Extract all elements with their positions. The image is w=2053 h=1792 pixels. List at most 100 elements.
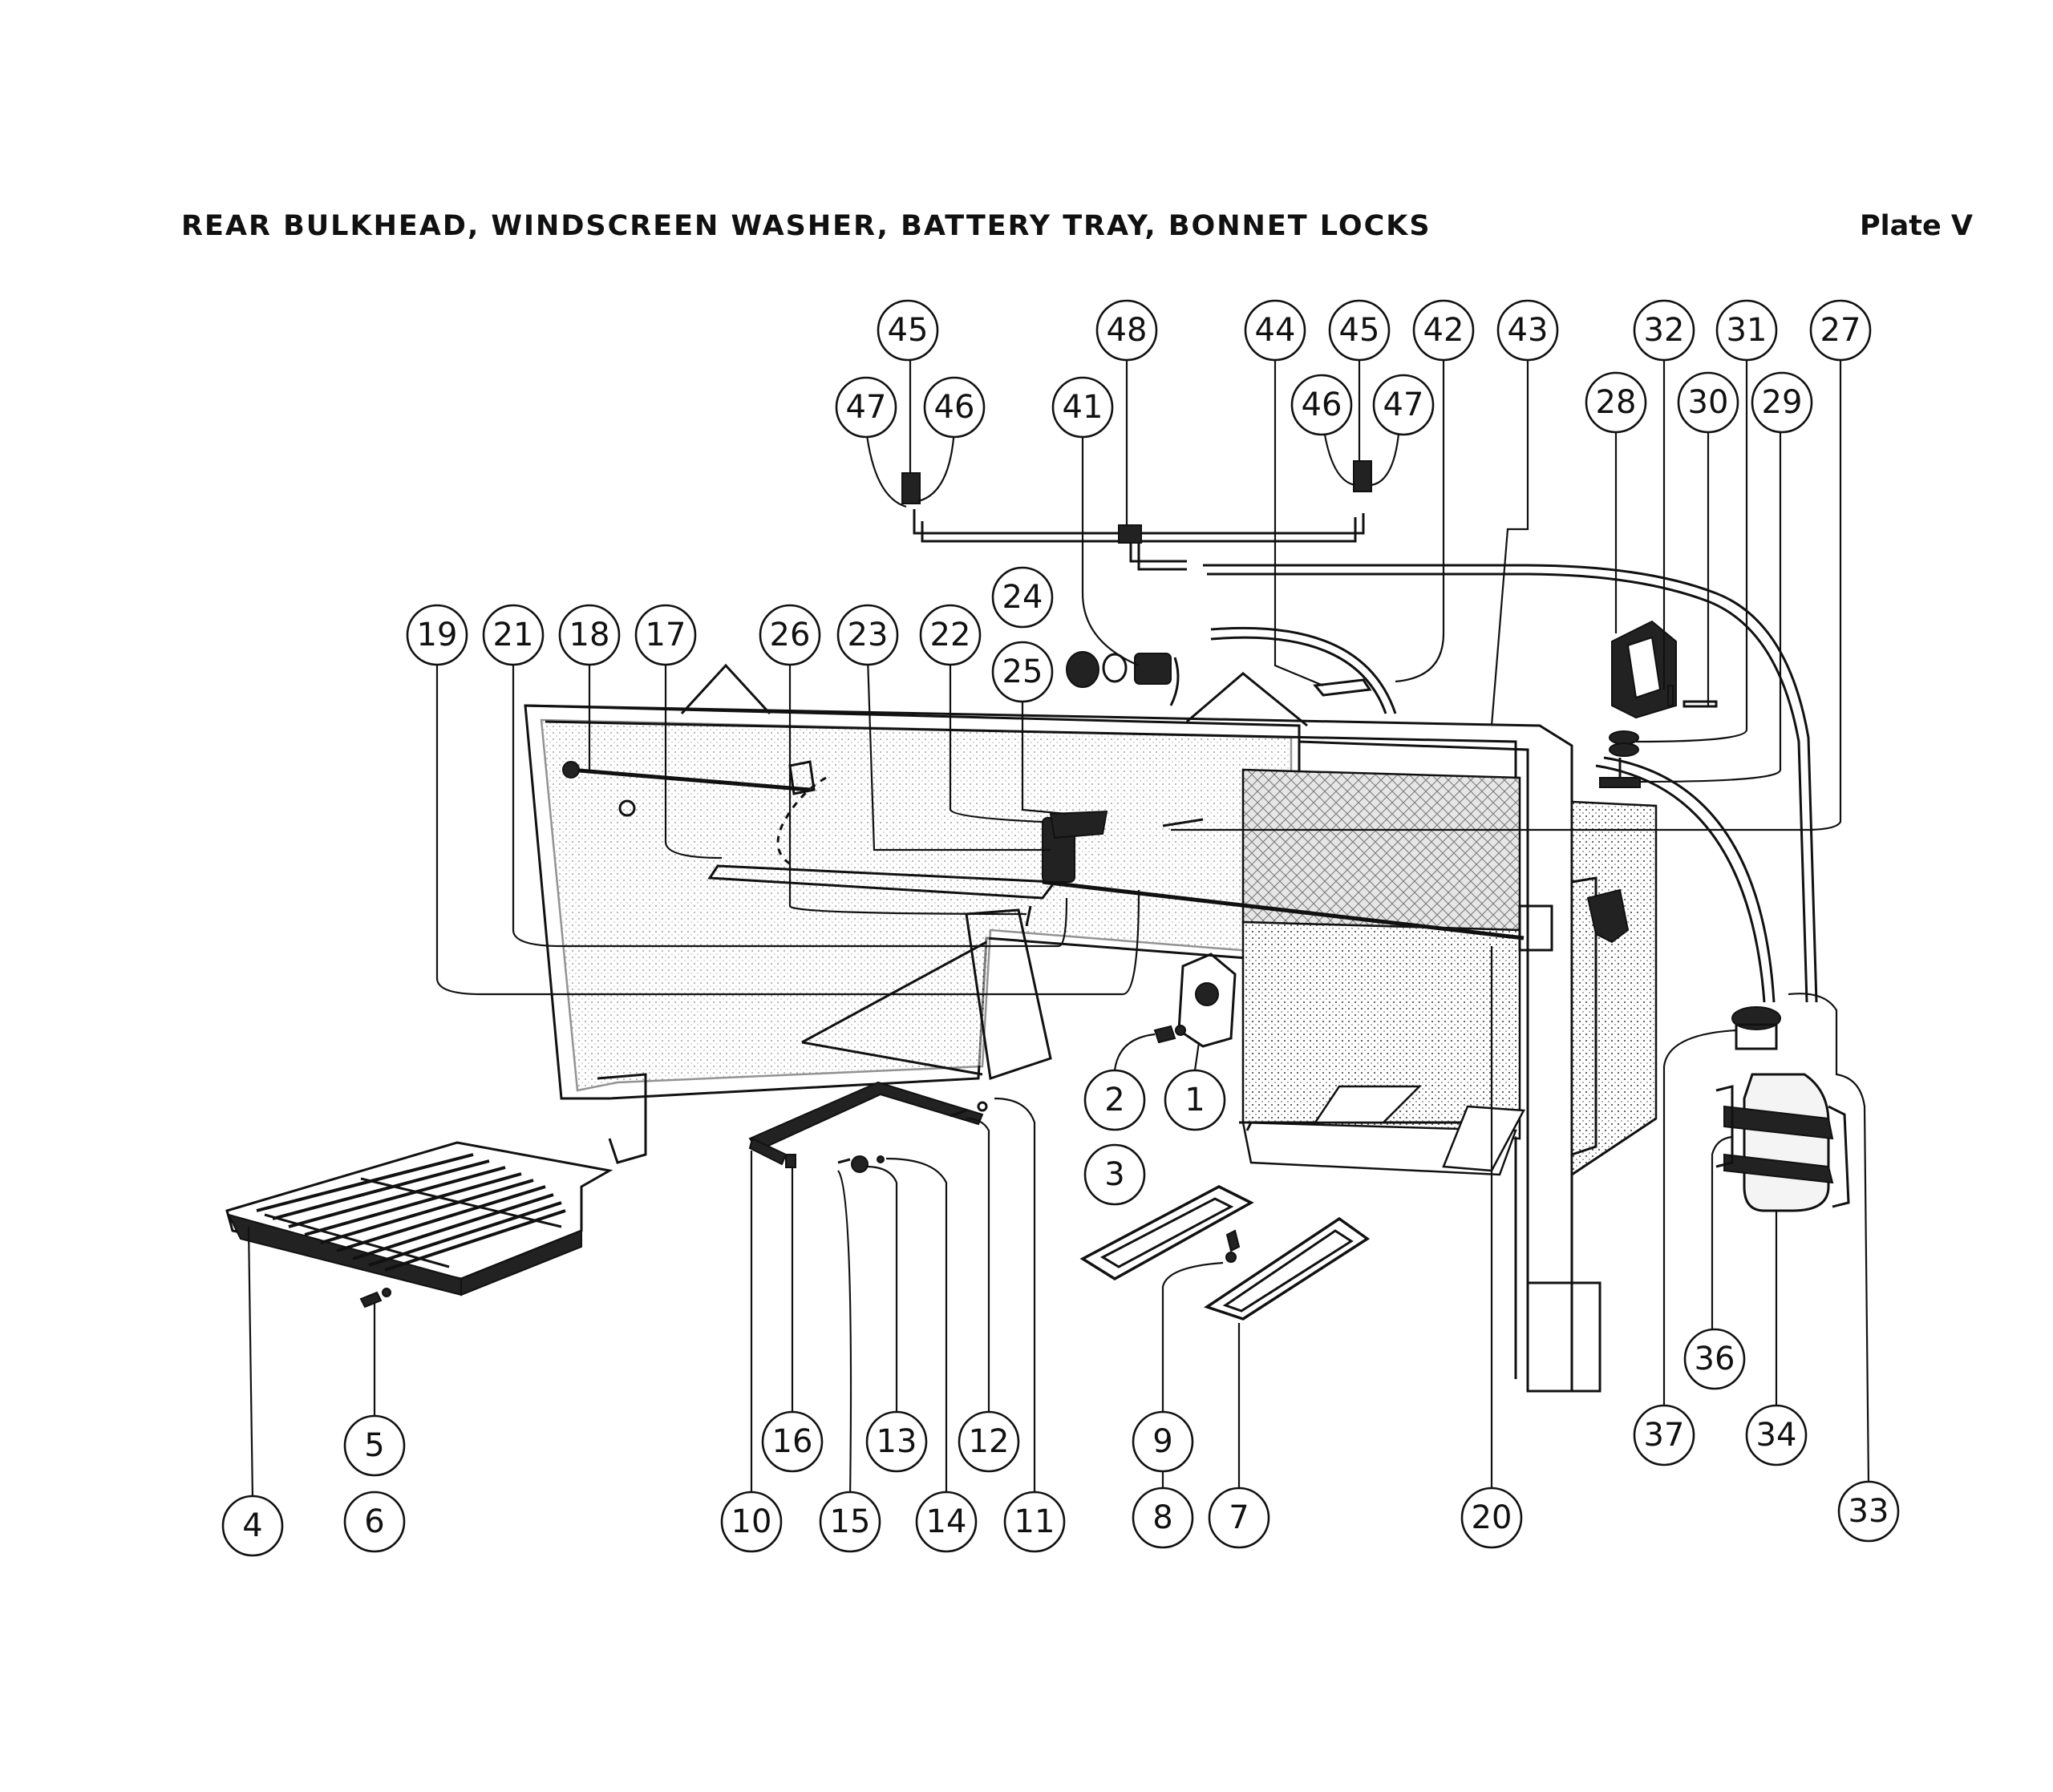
callout-27: 27 [1809,299,1872,362]
svg-text:9: 9 [1152,1423,1172,1460]
callout-46-right: 46 [1290,374,1353,436]
callout-18: 18 [558,604,621,666]
svg-text:22: 22 [930,617,971,653]
svg-text:28: 28 [1596,384,1637,421]
svg-text:2: 2 [1104,1082,1124,1118]
callout-43: 43 [1496,299,1559,362]
svg-text:8: 8 [1152,1499,1172,1536]
floor-plates [1079,1185,1371,1321]
callout-46-left: 46 [923,376,986,439]
svg-text:17: 17 [646,617,686,653]
leader-lines [247,353,1870,1500]
callout-47-right: 47 [1372,374,1435,436]
svg-text:45: 45 [888,312,929,349]
svg-text:46: 46 [934,389,975,426]
svg-text:31: 31 [1727,312,1768,349]
svg-text:19: 19 [417,617,458,653]
callout-25: 25 [991,641,1054,703]
callout-31: 31 [1715,299,1778,362]
svg-text:7: 7 [1229,1499,1249,1536]
callout-24: 24 [991,566,1054,629]
svg-text:47: 47 [846,389,887,426]
callout-37: 37 [1633,1404,1695,1466]
svg-text:12: 12 [969,1423,1010,1460]
callout-23: 23 [836,604,899,666]
callout-10: 10 [720,1491,783,1553]
svg-text:29: 29 [1762,384,1803,421]
svg-text:33: 33 [1849,1493,1889,1530]
svg-text:41: 41 [1063,389,1103,426]
rear-bulkhead [524,663,1658,1393]
svg-text:30: 30 [1688,384,1729,421]
callout-41: 41 [1051,376,1114,439]
callout-33: 33 [1837,1480,1900,1543]
svg-text:23: 23 [848,617,889,653]
battery-tray [225,1141,613,1309]
callout-8: 8 [1132,1487,1194,1549]
svg-text:21: 21 [493,617,534,653]
svg-text:42: 42 [1423,312,1464,349]
callout-4: 4 [221,1495,284,1557]
callout-45-right: 45 [1328,299,1391,362]
callout-28: 28 [1585,371,1647,434]
callout-26: 26 [759,604,821,666]
svg-text:6: 6 [364,1503,384,1540]
callout-45-left: 45 [877,299,939,362]
callouts: 45 48 44 45 42 43 32 31 27 47 46 41 46 4… [221,299,1900,1557]
svg-text:3: 3 [1104,1156,1124,1193]
callout-19: 19 [406,604,468,666]
callout-42: 42 [1412,299,1475,362]
svg-text:16: 16 [772,1423,813,1460]
callout-29: 29 [1751,371,1813,434]
callout-13: 13 [865,1410,928,1473]
washer-bottle [1715,1006,1850,1212]
svg-text:45: 45 [1339,312,1380,349]
svg-text:34: 34 [1756,1417,1797,1454]
callout-44: 44 [1244,299,1306,362]
callout-34: 34 [1745,1404,1808,1466]
callout-32: 32 [1633,299,1695,362]
svg-text:15: 15 [830,1503,871,1540]
svg-text:5: 5 [364,1427,384,1464]
callout-14: 14 [915,1491,978,1553]
callout-1: 1 [1164,1069,1226,1131]
callout-16: 16 [761,1410,824,1473]
svg-text:4: 4 [242,1507,262,1544]
callout-6: 6 [343,1491,406,1553]
svg-text:24: 24 [1002,579,1043,616]
callout-36: 36 [1683,1328,1746,1390]
callout-9: 9 [1132,1410,1194,1473]
callout-22: 22 [919,604,982,666]
callout-30: 30 [1677,371,1739,434]
svg-text:20: 20 [1472,1499,1512,1536]
svg-text:10: 10 [731,1503,772,1540]
clamp-bracket [1599,620,1718,788]
callout-17: 17 [634,604,697,666]
battery-clamp [748,1081,988,1173]
svg-text:32: 32 [1644,312,1685,349]
svg-text:11: 11 [1014,1503,1055,1540]
svg-text:18: 18 [569,617,610,653]
callout-48: 48 [1095,299,1158,362]
svg-text:46: 46 [1302,386,1342,423]
svg-text:13: 13 [877,1423,917,1460]
svg-text:37: 37 [1644,1417,1685,1454]
plate-title: REAR BULKHEAD, WINDSCREEN WASHER, BATTER… [181,210,1431,242]
callout-20: 20 [1460,1487,1523,1549]
svg-text:26: 26 [770,617,811,653]
plate-number: Plate V [1859,210,1973,242]
callout-21: 21 [482,604,545,666]
switch-housing [1153,953,1237,1048]
callout-15: 15 [819,1491,881,1553]
callout-11: 11 [1003,1491,1066,1553]
svg-text:43: 43 [1508,312,1549,349]
callout-5: 5 [343,1414,406,1477]
svg-text:36: 36 [1695,1341,1735,1377]
svg-text:48: 48 [1107,312,1148,349]
callout-2: 2 [1083,1069,1146,1131]
svg-text:14: 14 [926,1503,967,1540]
bonnet-lock-rod [562,760,1630,952]
svg-text:25: 25 [1002,653,1043,690]
